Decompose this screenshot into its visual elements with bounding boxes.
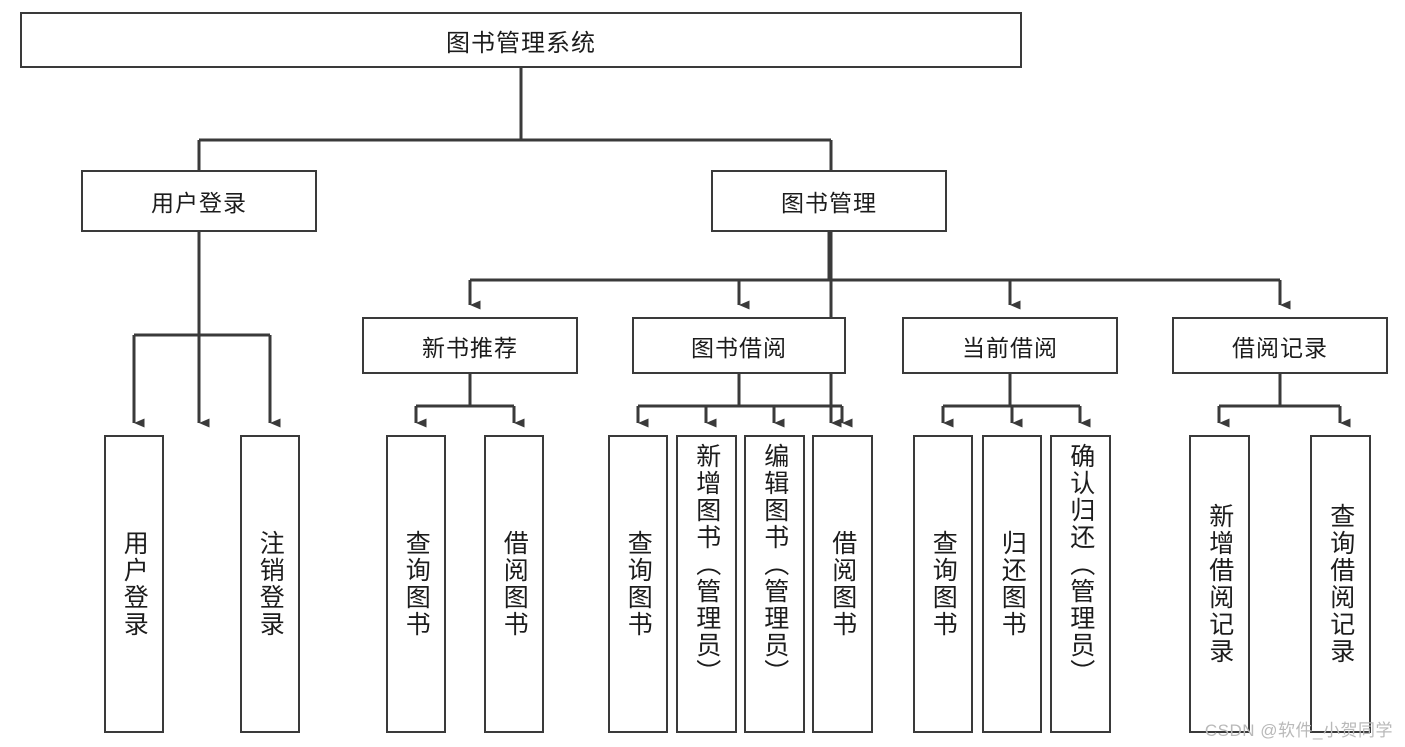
leaf-node[interactable]: 用户登录 [104,435,164,733]
leaf-label: 查询图书 [929,530,958,638]
leaf-node[interactable]: 查询图书 [913,435,973,733]
leaf-node[interactable]: 借阅图书 [484,435,544,733]
leaf-label: 新增图书（管理员） [692,443,721,686]
leaf-node[interactable]: 归还图书 [982,435,1042,733]
node-level2-current-borrow[interactable]: 当前借阅 [902,317,1118,374]
leaf-label: 借阅图书 [828,530,857,638]
leaf-node[interactable]: 新增借阅记录 [1189,435,1250,733]
node-level2-new-book-recommend[interactable]: 新书推荐 [362,317,578,374]
leaf-node[interactable]: 编辑图书（管理员） [744,435,805,733]
leaf-label: 确认归还（管理员） [1066,443,1095,686]
leaf-label: 查询借阅记录 [1326,503,1355,665]
leaf-node[interactable]: 查询借阅记录 [1310,435,1371,733]
leaf-node[interactable]: 查询图书 [608,435,668,733]
leaf-label: 注销登录 [256,530,285,638]
node-level2-borrow-records[interactable]: 借阅记录 [1172,317,1388,374]
leaf-label: 查询图书 [624,530,653,638]
leaf-node[interactable]: 查询图书 [386,435,446,733]
leaf-label: 归还图书 [998,530,1027,638]
leaf-node[interactable]: 注销登录 [240,435,300,733]
leaf-label: 新增借阅记录 [1205,503,1234,665]
leaf-label: 用户登录 [120,530,149,638]
leaf-label: 借阅图书 [500,530,529,638]
leaf-label: 编辑图书（管理员） [760,443,789,686]
leaf-node[interactable]: 新增图书（管理员） [676,435,737,733]
node-level1-book-management[interactable]: 图书管理 [711,170,947,232]
node-root[interactable]: 图书管理系统 [20,12,1022,68]
csdn-watermark: CSDN @软件_小贺同学 [1204,721,1393,740]
leaf-node[interactable]: 确认归还（管理员） [1050,435,1111,733]
leaf-node[interactable]: 借阅图书 [812,435,873,733]
node-level2-book-borrow[interactable]: 图书借阅 [632,317,846,374]
node-level1-user-login[interactable]: 用户登录 [81,170,317,232]
leaf-label: 查询图书 [402,530,431,638]
